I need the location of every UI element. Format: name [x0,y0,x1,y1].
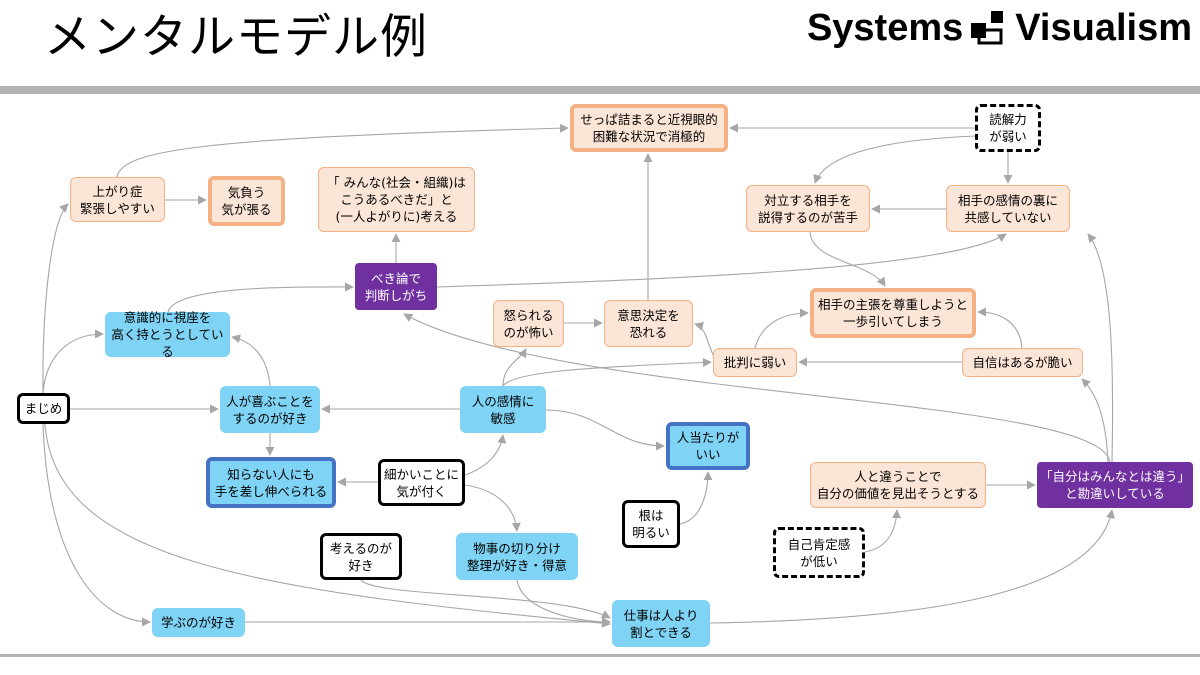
edge-kangaeru-to-shigoto [360,579,611,619]
node-minna-kou-aru-beki: 「 みんな(社会・組織)は こうあるべきだ」と (一人よがりに)考える [318,167,475,232]
node-hito-ga-yorokobu: 人が喜ぶことを するのが好き [220,386,320,433]
edge-yorokobu-to-shiza [231,334,271,387]
node-agarisho: 上がり症 緊張しやすい [70,177,165,222]
node-jikokouteikan: 自己肯定感 が低い [773,527,865,578]
node-shiranai-hito: 知らない人にも 手を差し伸べられる [206,457,336,508]
node-kioi: 気負う 気が張る [208,176,285,226]
edge-jikokotei-to-hito-chigau [864,509,902,553]
edge-newa-to-hitoatari [679,471,713,525]
edge-jishin-to-shucho [977,307,1023,349]
logo-word-systems: Systems [806,7,964,49]
edge-shigoto-to-jibun [709,509,1115,624]
brand-logo: Systems Visualism [807,8,1192,48]
edge-hihan-to-shucho [754,308,809,349]
header-divider [0,86,1200,94]
edge-shiza-to-bekiron [167,282,354,313]
node-komakai: 細かいことに 気が付く [378,459,465,506]
node-monogoto: 物事の切り分け 整理が好き・得意 [456,533,578,580]
node-shiza: 意識的に視座を 高く持とうとしている [105,310,230,359]
edge-majime-to-shiza [42,329,104,394]
edge-majime-to-manabu [42,423,151,627]
node-jibun-wa-chigau: 「自分はみんなとは違う」 と勘違いしている [1037,462,1193,508]
edge-agarisho-to-seppa [116,123,569,178]
node-shucho-sonchou: 相手の主張を尊重しようと 一歩引いてしまう [810,288,976,338]
node-seppa-tsumaru: せっぱ詰まると近視眼的 困難な状況で消極的 [570,104,728,152]
node-tairitsu-settoku: 対立する相手を 説得するのが苦手 [746,185,870,232]
page-title: メンタルモデル例 [44,10,428,65]
edge-bekiron-to-kanjo-ura [436,233,1007,288]
edge-hihan-to-ishikettei [694,322,714,356]
node-hitoatari: 人当たりが いい [666,422,750,470]
node-dokkairyoku: 読解力 が弱い [975,104,1041,152]
node-kanjo-no-ura: 相手の感情の裏に 共感していない [946,185,1070,232]
edge-majime-to-shigoto [44,423,611,628]
edge-tairitsu-to-shucho [809,231,886,287]
edge-majime-to-agarisho [42,203,69,394]
edge-dokkai-to-tairitsu [813,135,976,184]
node-jishin: 自信はあるが脆い [962,348,1083,377]
node-majime: まじめ [17,393,70,424]
node-ne-wa-akarui: 根は 明るい [622,500,680,548]
node-manabu: 学ぶのが好き [152,608,245,637]
node-okorareru: 怒られる のが怖い [493,300,564,347]
node-shigoto: 仕事は人より 割とできる [612,600,710,647]
node-hihan: 批判に弱い [713,348,797,377]
edge-komakai-to-monogoto [464,484,521,532]
node-kanjo-binkan: 人の感情に 敏感 [460,386,546,433]
node-hito-to-chigau: 人と違うことで 自分の価値を見出そうとする [810,462,986,508]
logo-word-visualism: Visualism [1015,7,1192,49]
squares-logo-icon [971,11,1004,45]
edge-binkan-to-hihan [502,357,712,387]
footer-divider [0,654,1200,657]
edge-komakai-to-binkan [464,434,507,476]
node-ishikettei: 意思決定を 恐れる [604,300,693,347]
edge-jibun-to-jishin [1081,378,1109,463]
edge-jibun-to-kanjo-ura [1087,233,1114,463]
node-kangaeru: 考えるのが 好き [320,533,402,580]
edge-binkan-to-okorareru [502,348,527,387]
edge-jibun-to-bekiron [403,313,1111,463]
edge-binkan-to-hitoatari [545,409,665,451]
node-bekiron: べき論で 判断しがち [355,263,437,310]
